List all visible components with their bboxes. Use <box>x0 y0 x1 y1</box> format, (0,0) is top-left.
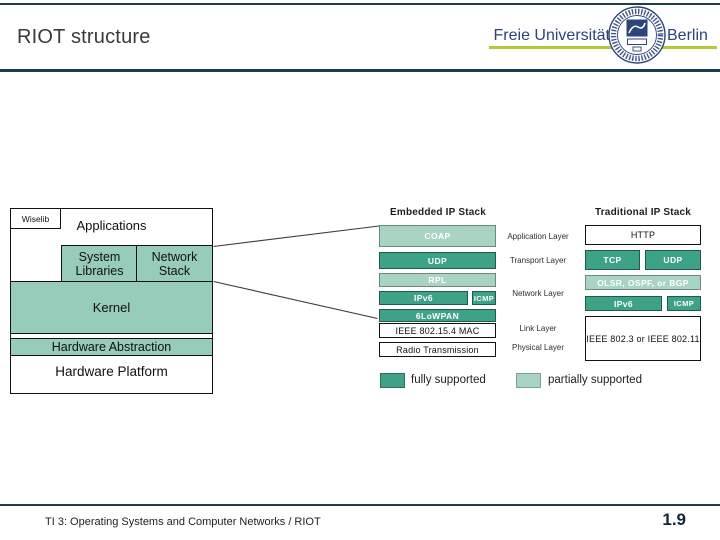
application-layer-label: Application Layer <box>507 232 569 241</box>
top-rule <box>0 3 720 5</box>
logo-underline <box>489 46 717 49</box>
page-number: 1.9 <box>662 510 686 529</box>
network-layer-label: Network Layer <box>512 289 564 298</box>
coap-box: COAP <box>379 225 496 247</box>
rpl-box: RPL <box>379 273 496 287</box>
link-layer-label: Link Layer <box>519 324 557 333</box>
wiselib-box: Wiselib <box>10 208 61 229</box>
partially-supported-label: partially supported <box>548 374 642 386</box>
fully-supported-swatch <box>380 373 405 388</box>
partially-supported-swatch <box>516 373 541 388</box>
icmp-box-traditional: ICMP <box>667 296 701 311</box>
fu-berlin-seal-icon <box>608 6 666 64</box>
transport-layer-label: Transport Layer <box>509 256 567 265</box>
embedded-stack-title: Embedded IP Stack <box>389 207 487 218</box>
ipv6-box-embedded: IPv6 <box>379 291 468 305</box>
footer-course-label: TI 3: Operating Systems and Computer Net… <box>45 516 321 528</box>
sixlowpan-box: 6LoWPAN <box>379 309 496 322</box>
ieee-802-3-802-11-box: IEEE 802.3 or IEEE 802.11 <box>585 316 701 361</box>
logo-text-right: Berlin <box>667 27 708 44</box>
hardware-platform-label: Hardware Platform <box>55 363 168 379</box>
udp-box-traditional: UDP <box>645 250 701 270</box>
routing-protocols-box: OLSR, OSPF, or BGP <box>585 275 701 290</box>
logo-text-left: Freie Universität <box>493 27 610 44</box>
traditional-stack-title: Traditional IP Stack <box>594 207 692 218</box>
system-libraries-box: System Libraries <box>61 245 138 283</box>
network-stack-box: Network Stack <box>136 245 213 283</box>
udp-box: UDP <box>379 252 496 269</box>
footer-rule <box>0 504 720 506</box>
physical-layer-label: Physical Layer <box>511 343 565 352</box>
fully-supported-label: fully supported <box>411 374 486 386</box>
kernel-box: Kernel <box>10 281 213 334</box>
icmp-box-embedded: ICMP <box>472 291 496 305</box>
header-rule <box>0 69 720 72</box>
page-title: RIOT structure <box>17 26 151 48</box>
ipv6-box-traditional: IPv6 <box>585 296 662 311</box>
hardware-abstraction-box: Hardware Abstraction <box>10 338 213 356</box>
ieee-802-15-4-mac-box: IEEE 802.15.4 MAC <box>379 323 496 338</box>
tcp-box: TCP <box>585 250 640 270</box>
http-box: HTTP <box>585 225 701 245</box>
applications-label: Applications <box>76 217 147 233</box>
radio-transmission-box: Radio Transmission <box>379 342 496 357</box>
